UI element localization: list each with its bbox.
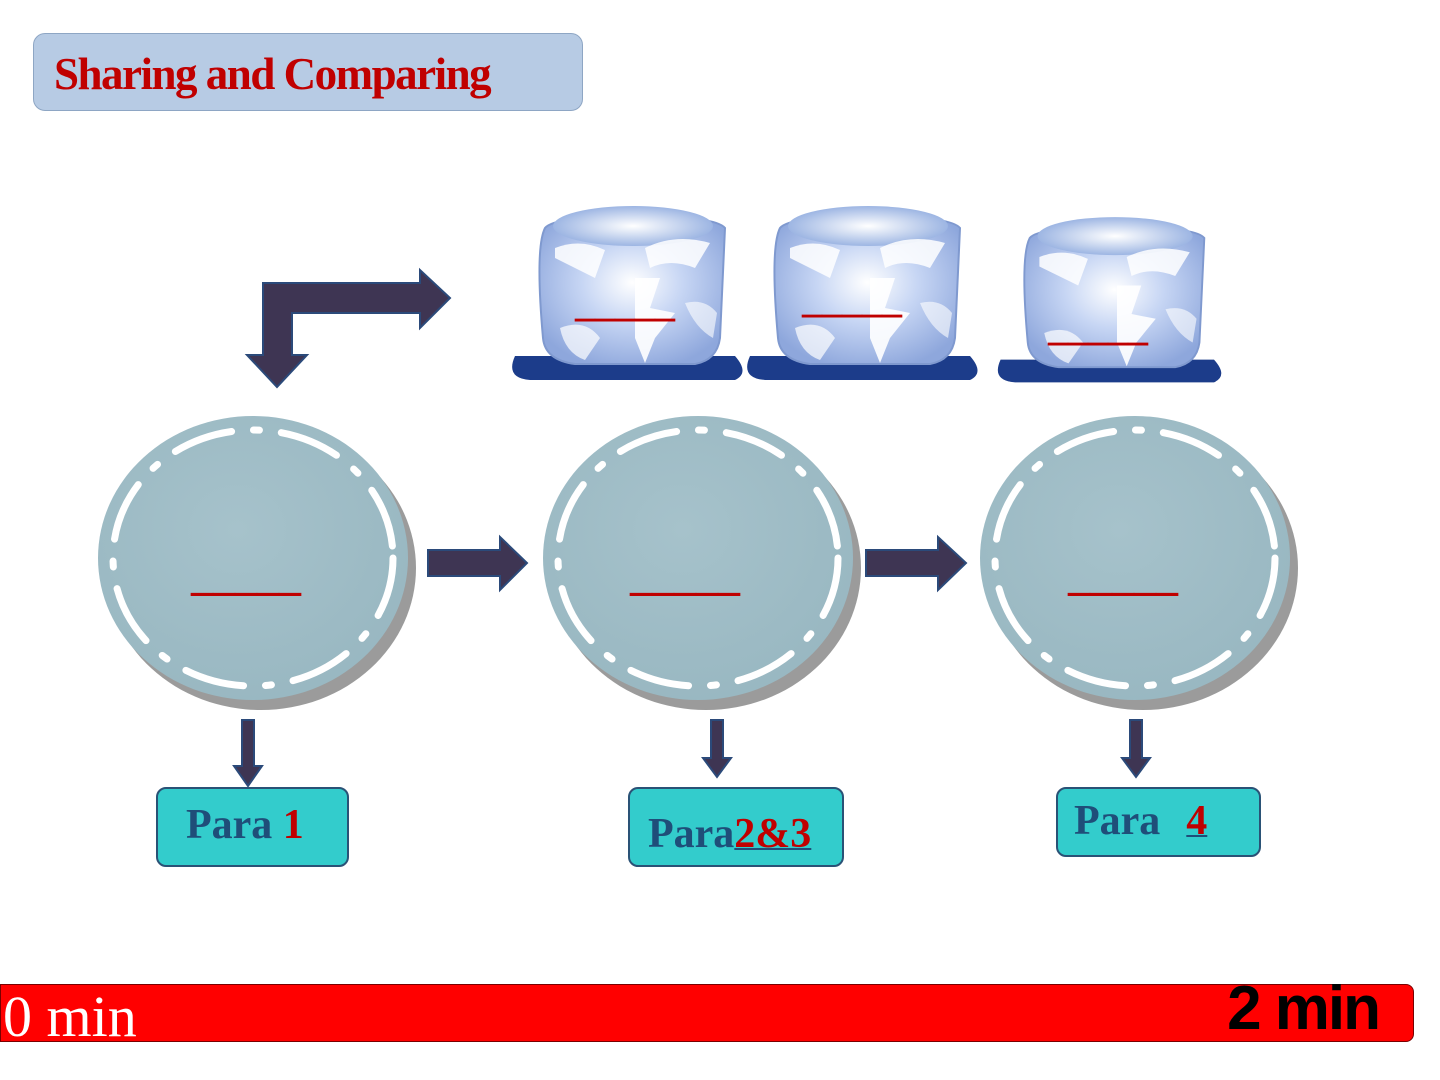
para-box-1: Para 1 [156,787,349,867]
page-title: Sharing and Comparing [54,49,492,99]
down-arrow-icon [1120,719,1152,779]
right-arrow-icon [427,534,529,593]
ice-cube-icon [996,216,1223,384]
para-box-3: Para 4 [1056,787,1261,857]
timer-start-label: 0 min [3,984,137,1049]
para-number: 2&3 [734,811,812,857]
circle-blank-2: _____ [629,551,741,600]
down-arrow-icon [232,719,264,788]
ice-blank-2: _____ [801,276,903,321]
timer-end-label: 2 min [1227,974,1381,1043]
title-banner: Sharing and Comparing [33,33,583,111]
para-number: 4 [1186,798,1208,844]
right-arrow-icon [865,534,968,593]
down-arrow-icon [701,719,733,779]
circle-blank-3: _____ [1067,551,1179,600]
para-label: Para [186,802,283,848]
ice-blank-1: _____ [574,280,676,325]
elbow-arrow-icon [244,267,452,389]
para-box-2: Para2&3 [628,787,844,867]
para-number: 1 [282,802,304,848]
timer-bar: 0 min 2 min [0,974,1414,1049]
circle-blank-1: _____ [190,551,302,600]
para-label: Para [1074,798,1161,844]
ice-blank-3: _____ [1047,304,1149,349]
para-label: Para [648,811,735,857]
